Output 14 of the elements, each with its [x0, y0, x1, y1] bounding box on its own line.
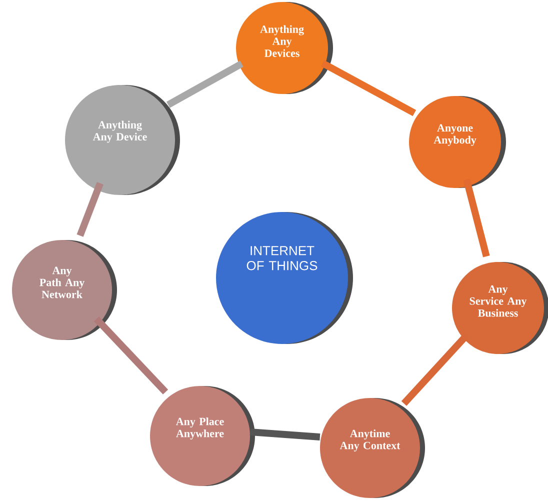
- connector: [463, 178, 490, 258]
- circle-node: Anytime Any Context: [320, 398, 425, 498]
- circle-node: Anything Any Device: [65, 85, 180, 195]
- circle-node: Any Place Anywhere: [150, 386, 255, 486]
- connector: [320, 60, 416, 116]
- circle-node: Anything Any Devices: [236, 2, 333, 94]
- connector: [76, 182, 104, 237]
- circle-node: Anyone Anybody: [409, 96, 506, 188]
- connector: [250, 428, 320, 440]
- circle-node: INTERNET OF THINGS: [216, 212, 353, 344]
- connector: [166, 60, 244, 108]
- circle-node: Any Path Any Network: [12, 240, 117, 340]
- connector: [94, 316, 168, 394]
- circle-node: Any Service Any Business: [452, 262, 548, 354]
